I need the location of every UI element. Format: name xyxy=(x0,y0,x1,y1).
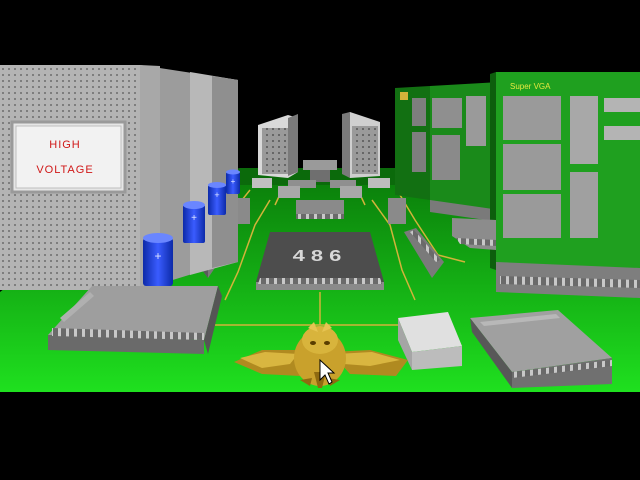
sign-line-1: HIGH xyxy=(49,139,81,151)
plus-icon: + xyxy=(214,190,219,200)
super-vga-card[interactable]: Super VGA xyxy=(490,72,640,298)
front-right-chip[interactable] xyxy=(470,310,612,388)
right-slot-row xyxy=(404,228,444,278)
capacitor-far[interactable]: + xyxy=(208,182,226,215)
distant-chips xyxy=(232,160,406,224)
plus-icon: + xyxy=(154,249,161,263)
front-white-block[interactable] xyxy=(398,312,462,370)
front-left-chip[interactable] xyxy=(48,286,222,354)
vga-card-label: Super VGA xyxy=(510,82,551,91)
back-right-tower xyxy=(342,112,380,178)
sign-line-2: VOLTAGE xyxy=(36,164,93,176)
plus-icon: + xyxy=(231,177,236,186)
capacitor-near[interactable]: + xyxy=(143,233,173,286)
plus-icon: + xyxy=(191,213,197,224)
cpu-chip[interactable]: 486 xyxy=(256,232,384,290)
back-expansion-card xyxy=(395,82,500,222)
arrow-pointer-icon xyxy=(319,358,336,385)
capacitor-mid[interactable]: + xyxy=(183,201,205,243)
capacitor-farthest[interactable]: + xyxy=(226,169,240,195)
bottom-band xyxy=(0,392,640,480)
high-voltage-sign[interactable]: HIGH VOLTAGE xyxy=(10,120,127,194)
right-mid-chip xyxy=(452,218,496,250)
cpu-label: 486 xyxy=(293,248,348,265)
back-left-tower xyxy=(258,114,298,178)
